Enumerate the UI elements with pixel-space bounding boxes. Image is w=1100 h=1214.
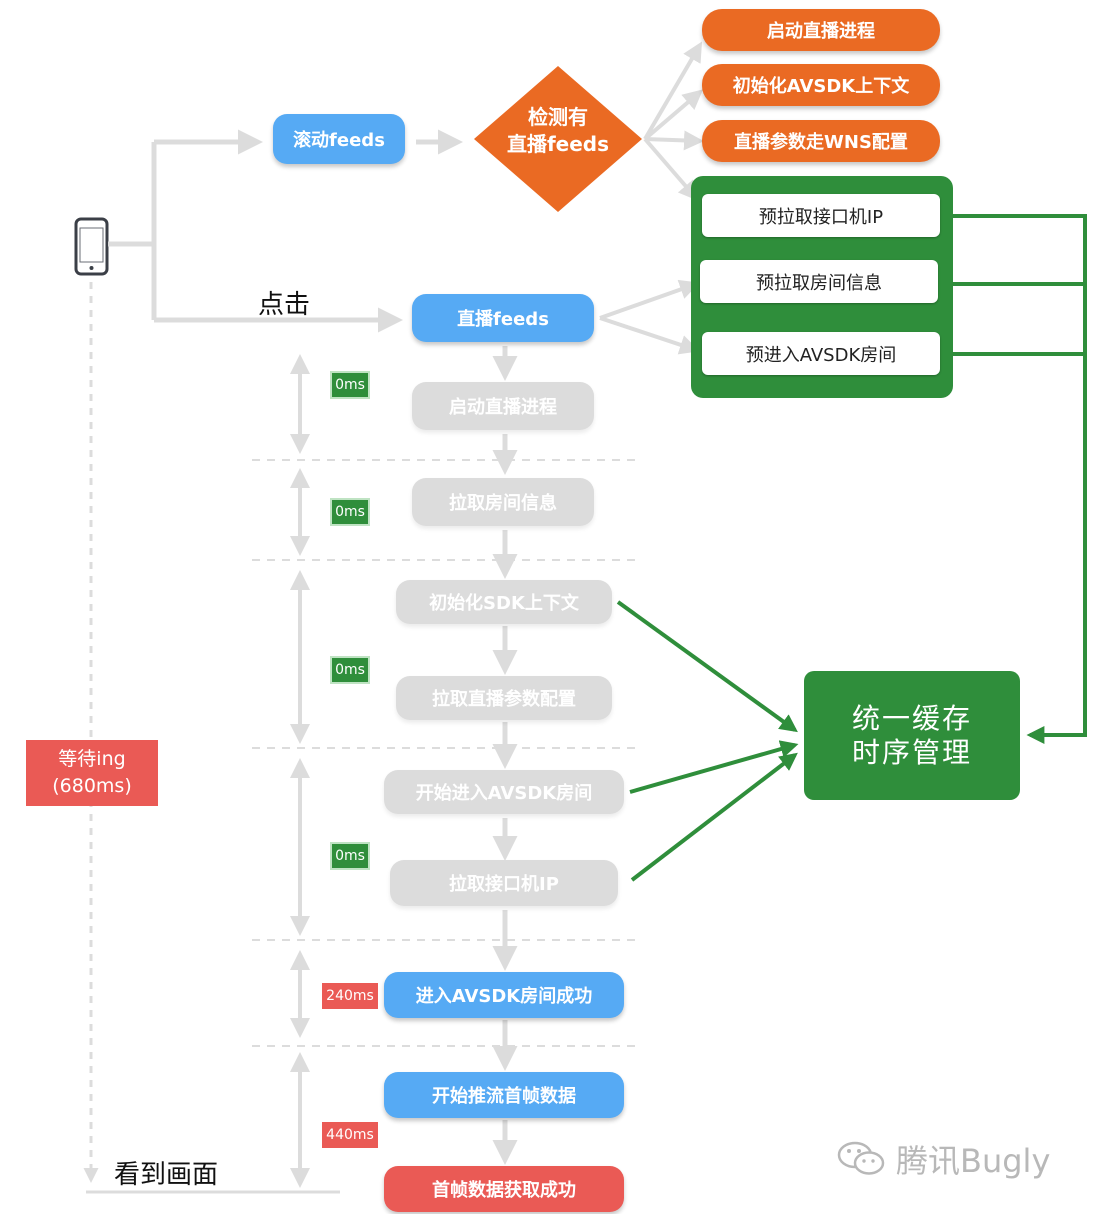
timing-tag-6: 440ms [322,1122,378,1148]
section-separators [252,459,636,1047]
cache-line-2: 时序管理 [851,735,972,769]
cache-line-1: 统一缓存 [851,701,972,735]
timing-tag-5: 240ms [322,983,378,1009]
prefetch-interface-ip: 预拉取接口机IP [702,194,940,237]
click-label: 点击 [258,290,311,320]
timing-tag-1: 0ms [330,371,370,399]
diamond-fan-arrows [643,41,704,202]
detect-diamond [474,66,642,212]
steps-to-cache-arrows [616,600,799,882]
step-start-push-first-frame: 开始推流首帧数据 [384,1072,624,1118]
timing-tag-4: 0ms [330,842,370,870]
step-start-live-process: 启动直播进程 [412,382,594,430]
detect-line-2: 直播feeds [506,132,610,156]
pre-enter-avsdk-room: 预进入AVSDK房间 [702,332,940,375]
unified-cache-box: 统一缓存 时序管理 [804,671,1020,800]
wechat-icon [837,1141,885,1175]
waiting-line-2: (680ms) [52,775,132,797]
live-feeds-fan-arrows [599,279,700,355]
timing-tag-2: 0ms [330,498,370,526]
step-first-frame-success: 首帧数据获取成功 [384,1166,624,1212]
branch-lines [108,129,463,333]
see-picture-label: 看到画面 [114,1160,219,1190]
prefetch-room-info: 预拉取房间信息 [700,260,938,303]
watermark: 腾讯Bugly [836,1136,1050,1182]
step-fetch-room-info: 拉取房间信息 [412,478,594,526]
scroll-feeds-box: 滚动feeds [273,114,405,164]
waiting-line-1: 等待ing [58,748,126,770]
step-start-enter-avsdk-room: 开始进入AVSDK房间 [384,770,624,814]
step-enter-avsdk-room-success: 进入AVSDK房间成功 [384,972,624,1018]
watermark-text: 腾讯Bugly [896,1142,1051,1180]
orange-action-init-avsdk: 初始化AVSDK上下文 [702,64,940,106]
orange-action-start-process: 启动直播进程 [702,9,940,51]
timing-tag-3: 0ms [330,656,370,684]
step-init-sdk-context: 初始化SDK上下文 [396,580,612,624]
waiting-box: 等待ing (680ms) [26,740,158,806]
phone-icon [74,217,109,276]
detect-live-feeds-label: 检测有 直播feeds [498,104,618,158]
step-fetch-live-params: 拉取直播参数配置 [396,676,612,720]
live-feeds-box: 直播feeds [412,294,594,342]
prefetch-to-cache-lines [952,214,1087,744]
orange-action-wns-config: 直播参数走WNS配置 [702,120,940,162]
detect-line-1: 检测有 [528,105,588,129]
step-fetch-interface-ip: 拉取接口机IP [390,860,618,906]
